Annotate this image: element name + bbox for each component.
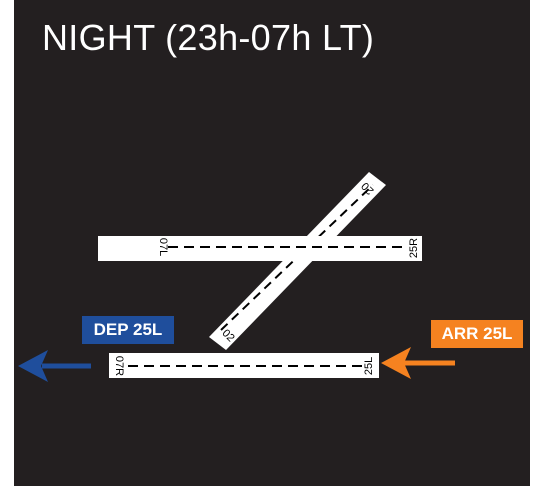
runway-07R-label: 07R xyxy=(113,356,125,376)
runway-07R-25L: 07R 25L xyxy=(109,353,379,378)
page-title: NIGHT (23h-07h LT) xyxy=(42,17,375,58)
arrival-badge: ARR 25L xyxy=(431,320,523,348)
runway-07L-25R: 07L 25R xyxy=(98,236,422,261)
runway-25R-label: 25R xyxy=(408,238,420,258)
runway-07L-25R-surface xyxy=(98,236,422,261)
departure-badge: DEP 25L xyxy=(82,316,174,344)
runway-25L-label: 25L xyxy=(363,357,375,375)
departure-arrow xyxy=(18,350,91,382)
runway-07L-label: 07L xyxy=(157,238,169,256)
arrival-arrow xyxy=(381,347,455,379)
